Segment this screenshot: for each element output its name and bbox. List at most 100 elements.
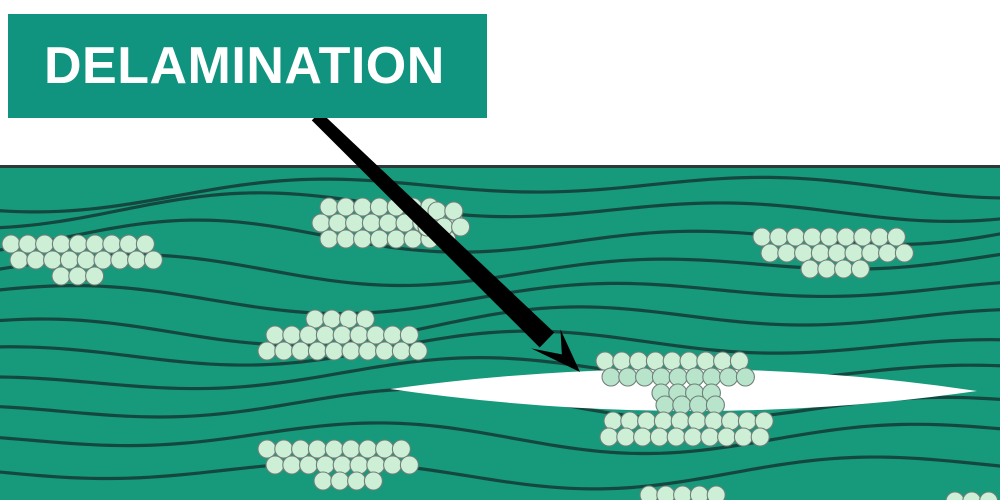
fiber-circle xyxy=(102,234,122,254)
fiber-circle xyxy=(662,351,682,371)
fiber-circle xyxy=(673,485,693,500)
fiber-circle xyxy=(363,471,383,491)
fiber-circle xyxy=(687,411,707,431)
fiber-circle xyxy=(786,227,806,247)
fiber-circle xyxy=(612,351,632,371)
fiber-circle xyxy=(265,455,285,475)
fiber-circle xyxy=(735,367,755,387)
fiber-circle xyxy=(645,351,665,371)
fiber-circle xyxy=(291,439,311,459)
fiber-circle xyxy=(119,234,139,254)
fiber-circle xyxy=(18,234,38,254)
fiber-circle xyxy=(313,471,333,491)
fiber-circle xyxy=(399,325,419,345)
fiber-circle xyxy=(274,341,294,361)
ply-interface-line xyxy=(0,191,1000,230)
fiber-circle xyxy=(894,243,914,263)
fiber-circle xyxy=(322,309,342,329)
fiber-bundle-cluster xyxy=(599,395,774,447)
fiber-circle xyxy=(361,213,381,233)
fiber-bundle-cluster xyxy=(639,485,726,500)
fiber-circle xyxy=(656,485,676,500)
fiber-circle xyxy=(332,455,352,475)
fiber-circle xyxy=(861,243,881,263)
fiber-circle xyxy=(26,250,46,270)
fiber-circle xyxy=(291,341,311,361)
fiber-circle xyxy=(305,309,325,329)
fiber-circle xyxy=(378,213,398,233)
fiber-circle xyxy=(358,439,378,459)
fiber-circle xyxy=(616,427,636,447)
fiber-circle xyxy=(633,427,653,447)
fiber-circle xyxy=(328,213,348,233)
fiber-circle xyxy=(282,325,302,345)
delamination-callout-box[interactable]: DELAMINATION xyxy=(8,14,487,118)
fiber-bundle-cluster xyxy=(257,439,419,491)
fiber-circle xyxy=(850,259,870,279)
fiber-circle xyxy=(670,411,690,431)
fiber-circle xyxy=(299,325,319,345)
fiber-circle xyxy=(603,411,623,431)
fiber-circle xyxy=(649,427,669,447)
fiber-circle xyxy=(369,197,389,217)
fiber-circle xyxy=(655,395,675,415)
fiber-circle xyxy=(800,259,820,279)
callout-arrow-group xyxy=(311,111,580,372)
fiber-circle xyxy=(1,234,21,254)
fiber-circle xyxy=(853,227,873,247)
fiber-circle xyxy=(444,201,464,221)
fiber-circle xyxy=(383,455,403,475)
fiber-circle xyxy=(135,234,155,254)
fiber-circle xyxy=(282,455,302,475)
fiber-circle xyxy=(319,229,339,249)
fiber-circle xyxy=(635,367,655,387)
fiber-circle xyxy=(653,411,673,431)
fiber-circle xyxy=(341,439,361,459)
fiber-circle xyxy=(713,351,733,371)
fiber-bundle-cluster xyxy=(945,491,999,500)
arrow-head-icon xyxy=(531,329,580,372)
fiber-circle xyxy=(601,367,621,387)
fiber-circle xyxy=(760,243,780,263)
fiber-circle xyxy=(721,411,741,431)
fiber-circle xyxy=(355,309,375,329)
fiber-circle xyxy=(324,439,344,459)
fiber-circle xyxy=(375,341,395,361)
fiber-circle xyxy=(265,325,285,345)
fiber-circle xyxy=(332,325,352,345)
fiber-circle xyxy=(339,309,359,329)
fiber-circle xyxy=(689,485,709,500)
fiber-circle xyxy=(689,395,709,415)
fiber-circle xyxy=(754,411,774,431)
fiber-circle xyxy=(85,234,105,254)
fiber-circle xyxy=(324,341,344,361)
fiber-circle xyxy=(733,427,753,447)
fiber-circle xyxy=(127,250,147,270)
fiber-circle xyxy=(651,367,671,387)
fiber-circle xyxy=(683,427,703,447)
fiber-circle xyxy=(685,367,705,387)
fiber-circle xyxy=(274,439,294,459)
fiber-circle xyxy=(802,227,822,247)
ply-interface-line xyxy=(0,421,1000,456)
fiber-circle xyxy=(319,197,339,217)
fiber-circle xyxy=(366,325,386,345)
fiber-circle xyxy=(451,217,471,237)
fiber-circle xyxy=(257,341,277,361)
fiber-circle xyxy=(750,427,770,447)
fiber-circle xyxy=(375,439,395,459)
fiber-circle xyxy=(353,229,373,249)
fiber-circle xyxy=(311,213,331,233)
fiber-circle xyxy=(672,395,692,415)
fiber-circle xyxy=(366,455,386,475)
fiber-circle xyxy=(315,455,335,475)
fiber-circle xyxy=(836,227,856,247)
fiber-circle xyxy=(810,243,830,263)
fiber-circle xyxy=(737,411,757,431)
fiber-circle xyxy=(668,367,688,387)
fiber-circle xyxy=(93,250,113,270)
fiber-circle xyxy=(979,491,999,500)
fiber-circle xyxy=(330,471,350,491)
fiber-circle xyxy=(391,439,411,459)
